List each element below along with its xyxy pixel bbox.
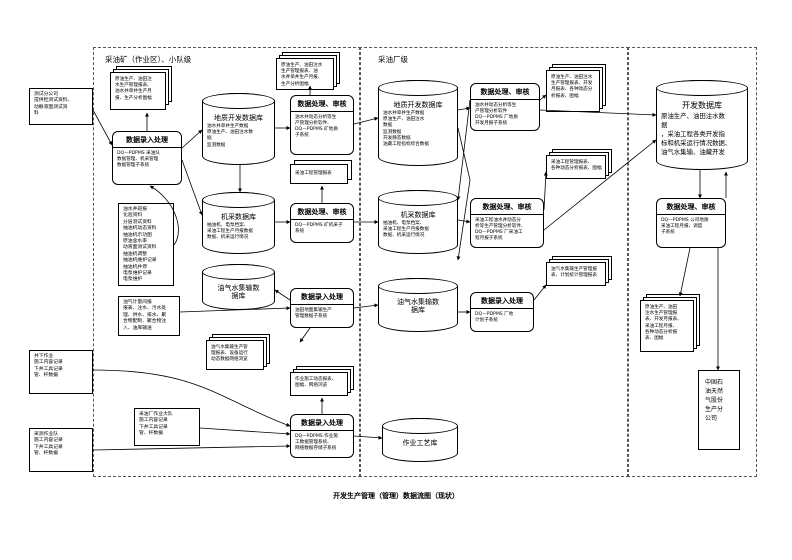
process-check-geo-left-body: 油水井动态分析等生 产管理分析软件、 DQ—PDPMS 矿地质 子系统	[295, 115, 338, 138]
daily-inputs-box: 油水井班报 化验资料 分层测试资料 抽油机动态资料 抽油机示功图 原油含水率 动…	[118, 203, 174, 286]
doc-gas-left-text: 油气水集输生产管 理报表、设备运行 动态数据网络浏览	[211, 345, 248, 363]
process-check-mech-mid: 数据处理、审核 采油工程油水井动态分 析等生产管理分析软件、 DQ—PDPMS …	[470, 198, 544, 248]
db-geo-mid-body: 油水井单井生产数据 原油生产、油田注水 数据 监测数据 开发静态数据 油藏工程指…	[383, 111, 429, 148]
db-geo-left-body: 油水井单井生产数据 原油生产、油田注水数 据 监测数据	[207, 124, 253, 148]
process-check-geo-mid: 数据处理、审核 油水井动态分析等生 产管理分析软件 DQ—PDPMS 厂地质 开…	[470, 83, 540, 131]
doc-mech-left: 采油工程管理报表	[290, 160, 352, 186]
doc-left-top: 原油生产、油田注 水生产管理报表、 油水井单井生产月 报、生产分析图幅	[110, 66, 172, 112]
process-check-geo-mid-title: 数据处理、审核	[480, 88, 530, 96]
db-geo-mid: 地质开发数据库 油水井单井生产数据 原油生产、油田注水 数据 监测数据 开发静态…	[378, 80, 458, 166]
repair-team-box: 采油厂作业大队 施工内容记录 下井工具记录 管、杆数据	[134, 408, 200, 446]
db-mech-mid-title: 机采数据库	[400, 211, 436, 219]
process-check-mech-mid-body: 采油工程油水井动态分 析等生产管理分析软件、 DQ—PDPMS 厂采油工 程月报…	[475, 218, 526, 241]
process-entry-gas: 数据录入处理 油田地面集输生产 管理数据子系统	[290, 288, 354, 328]
gas-inputs-box: 油气计量间报 报表、注水、污水处 理、供水、排水、聚 合物配制、聚合物注 入、油…	[118, 296, 180, 336]
process-entry-left-title: 数据录入处理	[126, 136, 168, 144]
process-entry-left: 数据录入处理 DQ—PDPMS 采油队 数据管理、机采管理 数据管理子系统	[112, 131, 182, 185]
zone-mine-level	[93, 47, 361, 477]
process-check-mech-left: 数据处理、审核 DQ—PDPMS 矿机采子 系统	[290, 203, 354, 243]
process-check-right-body: DQ—PDPMS 公司地质 采油工程月报、调度 子系统	[661, 218, 709, 235]
db-dev-right-body: 原油生产、油田注水数 据 ，采油工程各类开发指 标和机采运行情况数据、 油气水集…	[661, 112, 732, 156]
db-mech-left-body: 抽油机、电泵档案、 采油工程生产月报数据 数据、机采运行情况	[207, 223, 253, 241]
process-check-right: 数据处理、审核 DQ—PDPMS 公司地质 采油工程月报、调度 子系统	[656, 198, 726, 248]
doc-gas-mid-text: 油气水集输生产管理报 表、计划统计管理报表	[551, 267, 597, 279]
test-company-box: 测试分公司 提供检测试资料、 动静液面测试资 料	[29, 88, 93, 125]
process-entry-job-title: 数据录入处理	[301, 419, 343, 427]
process-entry-left-body: DQ—PDPMS 采油队 数据管理、机采管理 数据管理子系统	[117, 151, 160, 168]
zone-plant-level	[359, 47, 629, 477]
process-check-mech-mid-title: 数据处理、审核	[482, 203, 532, 211]
process-entry-gas-title: 数据录入处理	[301, 293, 343, 301]
process-entry-mid-title: 数据录入处理	[481, 297, 523, 305]
db-gas-mid-title: 油气水集输数 据库	[397, 298, 439, 314]
process-entry-mid-body: DQ—PDPMS 厂地 计划子系统	[475, 312, 514, 323]
db-dev-right: 开发数据库 原油生产、油田注水数 据 ，采油工程各类开发指 标和机采运行情况数据…	[656, 80, 748, 170]
zone-company-level	[627, 47, 757, 477]
doc-geo-mid-text: 原油生产、油田注水 生产管理报表、开发 月报表、各种动态分 析报表、图幅	[551, 75, 593, 99]
db-mech-left-title: 机采数据库	[221, 213, 256, 221]
doc-gas-mid: 油气水集输生产管理报 表、计划统计管理报表	[546, 256, 614, 290]
db-dev-right-title: 开发数据库	[682, 101, 722, 110]
doc-job-left-text: 作业施工动态报表、 图幅、网络浏览	[295, 377, 337, 389]
doc-job-left: 作业施工动态报表、 图幅、网络浏览	[290, 366, 356, 400]
job-team-box: 采测作业队 施工内容记录 下井工具记录 管、杆数据	[29, 428, 93, 472]
process-check-geo-left: 数据处理、审核 油水井动态分析等生 产管理分析软件、 DQ—PDPMS 矿地质 …	[290, 95, 354, 155]
doc-right: 原油生产、油田 注水生产管理报 表、开发月报表、 采油工程月报、 各种动态分析报…	[640, 294, 702, 356]
process-entry-job: 数据录入处理 DQ—PDPMS 作业施 工数据管理系统、 网络数据存储子系统	[290, 414, 354, 458]
db-gas-left: 油气水集输数 据库	[202, 264, 275, 310]
diagram-caption: 开发生产管理（管理）数据流图（现状）	[333, 492, 459, 500]
doc-mech-mid-text: 采油工程管理报表、 各种动态分析报表、图幅	[551, 160, 602, 172]
process-check-geo-left-title: 数据处理、审核	[297, 100, 347, 108]
db-job: 作业工艺库	[382, 418, 458, 462]
process-entry-mid: 数据录入处理 DQ—PDPMS 厂地 计划子系统	[470, 292, 534, 332]
downhole-operation-box: 井下作业 施工内容记录 下井工具记录 管、杆数据	[29, 350, 93, 394]
doc-geo-mid: 原油生产、油田注水 生产管理报表、开发 月报表、各种动态分 析报表、图幅	[546, 64, 608, 116]
oil-company-box: 中国石 油天然 气股份 生产分 公司	[698, 370, 740, 450]
process-check-mech-left-body: DQ—PDPMS 矿机采子 系统	[295, 223, 343, 234]
process-check-mech-left-title: 数据处理、审核	[297, 208, 347, 216]
db-mech-mid: 机采数据库 抽油机、电泵档案、 采油工程生产月报数据 数据、机采运行情况	[378, 190, 458, 254]
db-geo-left-title: 地质开发数据库	[214, 114, 263, 122]
db-job-title: 作业工艺库	[402, 439, 438, 447]
db-geo-left: 地质开发数据库 油水井单井生产数据 原油生产、油田注水数 据 监测数据	[202, 93, 275, 165]
doc-mech-mid: 采油工程管理报表、 各种动态分析报表、图幅	[546, 149, 614, 183]
process-check-right-title: 数据处理、审核	[666, 203, 716, 211]
process-check-geo-mid-body: 油水井动态分析等生 产管理分析软件 DQ—PDPMS 厂地质 开发月报子系统	[475, 103, 518, 126]
doc-left-top-text: 原油生产、油田注 水生产管理报表、 油水井单井生产月 报、生产分析图幅	[115, 77, 152, 101]
doc-gas-left: 油气水集输生产管 理报表、设备运行 动态数据网络浏览	[206, 334, 272, 374]
db-geo-mid-title: 地质开发数据库	[393, 101, 443, 109]
process-entry-gas-body: 油田地面集输生产 管理数据子系统	[295, 308, 332, 319]
zone-title-plant: 采油厂级	[378, 55, 408, 64]
process-entry-job-body: DQ—PDPMS 作业施 工数据管理系统、 网络数据存储子系统	[295, 434, 338, 451]
db-gas-mid: 油气水集输数 据库	[378, 278, 458, 332]
zone-title-mine: 采油矿（作业区）、小队级	[105, 55, 192, 64]
doc-left-top2-text: 原油生产、油田注水 生产管理报表、油 水井单井生产月报、 生产分析图幅	[281, 63, 323, 87]
db-mech-left: 机采数据库 抽油机、电泵档案、 采油工程生产月报数据 数据、机采运行情况	[202, 192, 275, 254]
db-gas-left-title: 油气水集输数 据库	[217, 284, 260, 300]
db-mech-mid-body: 抽油机、电泵档案、 采油工程生产月报数据 数据、机采运行情况	[383, 221, 429, 239]
doc-right-text: 原油生产、油田 注水生产管理报 表、开发月报表、 采油工程月报、 各种动态分析报…	[645, 305, 682, 342]
doc-mech-left-text: 采油工程管理报表	[295, 171, 332, 176]
